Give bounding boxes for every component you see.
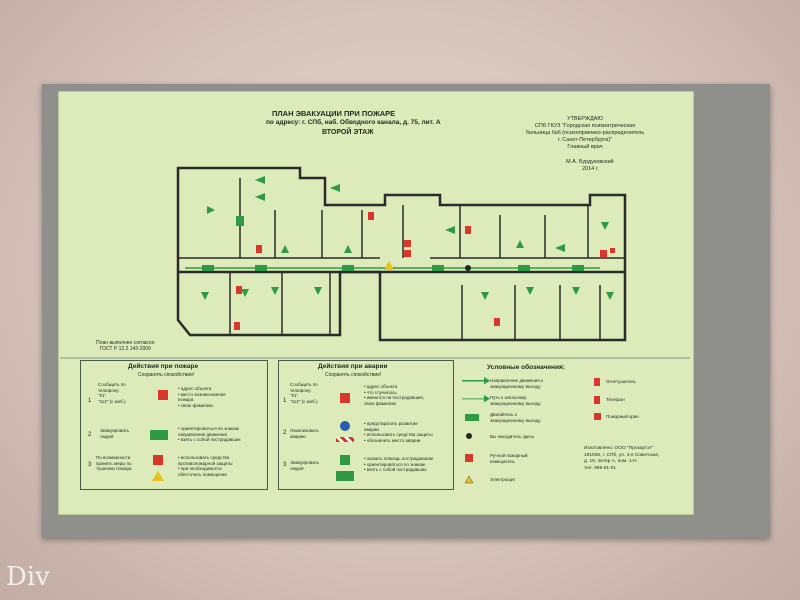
accident-step-2-details: • предотвратить развитие аварии• использ…: [364, 421, 433, 443]
legend-item-electrical-panel: Электрощит: [490, 477, 516, 482]
accident-step-1-details: • адрес объекта• что случилось• имеются …: [364, 384, 425, 406]
accident-step-number: 3: [283, 462, 287, 468]
electrical-hazard-icon: [152, 471, 164, 481]
fire-step-2-details: • ориентироваться по знакам направления …: [178, 426, 241, 442]
fire-step-number: 3: [88, 462, 92, 468]
approval-line: УТВЕРЖДАЮ: [567, 116, 603, 122]
legend-title: Условные обозначения:: [487, 364, 565, 371]
first-aid-icon: [340, 455, 350, 465]
legend-item-extinguisher: Огнетушитель: [606, 379, 636, 384]
approval-block: УТВЕРЖДАЮ СПб ГКУЗ "Городская психиатрич…: [480, 116, 690, 151]
phone-icon: [340, 393, 350, 403]
legend-item-phone: Телефон: [606, 397, 625, 402]
approval-line: Главный врач: [567, 144, 603, 150]
legend-item-you-are-here: Вы находитесь здесь: [490, 434, 535, 439]
fire-step-3-details: • использовать средства противопожарной …: [178, 455, 233, 477]
approval-line: больница №6 (психоприемно-распределитель: [525, 130, 645, 136]
approval-line: СПб ГКУЗ "Городская психиатрическая: [534, 123, 636, 129]
approval-year: 2014 г.: [582, 166, 599, 172]
phone-icon: [158, 390, 168, 400]
gost-note: План выполнен согласно ГОСТ Р 12.2.143-2…: [96, 340, 154, 352]
fire-box-title: Действия при пожаре: [128, 363, 199, 370]
fire-step-1-details: • адрес объекта• место возникновения пож…: [178, 386, 226, 408]
plan-walls: [176, 166, 627, 342]
legend-item-fire-hydrant: Пожарный кран: [606, 414, 639, 419]
accident-step-number: 1: [283, 398, 287, 404]
manufacturer-info: Изготовлено: ООО "Прокортэт"191036, г. С…: [584, 446, 660, 471]
electrical-panel-icon: [384, 261, 394, 270]
gost-line: План выполнен согласно: [96, 340, 155, 346]
plan-title: ПЛАН ЭВАКУАЦИИ ПРИ ПОЖАРЕ: [272, 109, 396, 118]
accident-actions-box: [278, 360, 454, 490]
evacuation-plan-sign: [58, 91, 694, 515]
approval-line: г. Санкт-Петербурга)": [557, 137, 613, 143]
gost-line: ГОСТ Р 12.2.143-2009: [99, 346, 151, 352]
plan-floor: ВТОРОЙ ЭТАЖ: [322, 129, 374, 136]
exit-sign-icon: [336, 471, 354, 481]
plan-address: по адресу: г. СПб, наб. Обводного канала…: [266, 119, 441, 126]
fire-extinguisher-icon: [153, 455, 163, 465]
approval-signer: М.А. Бурдуковский: [566, 159, 614, 165]
fire-step-number: 2: [88, 432, 92, 438]
fire-actions-box: [80, 360, 268, 490]
fire-step-number: 1: [88, 398, 92, 404]
accident-step-number: 2: [283, 430, 287, 436]
barrier-tape-icon: [336, 437, 354, 442]
exit-sign-icon: [150, 430, 168, 440]
watermark: Div: [6, 562, 50, 592]
protective-equipment-icon: [340, 421, 350, 431]
route-arrows: [201, 176, 614, 300]
fire-box-subtitle: Сохранять спокойствие!: [138, 372, 195, 378]
accident-step-3-details: • оказать помощь пострадавшим• ориентиро…: [364, 456, 433, 472]
fire-equipment-icons: [234, 212, 615, 330]
you-are-here-marker: [465, 265, 471, 271]
accident-box-title: Действия при аварии: [318, 363, 388, 370]
accident-box-subtitle: Сохранять спокойствие!: [325, 372, 382, 378]
